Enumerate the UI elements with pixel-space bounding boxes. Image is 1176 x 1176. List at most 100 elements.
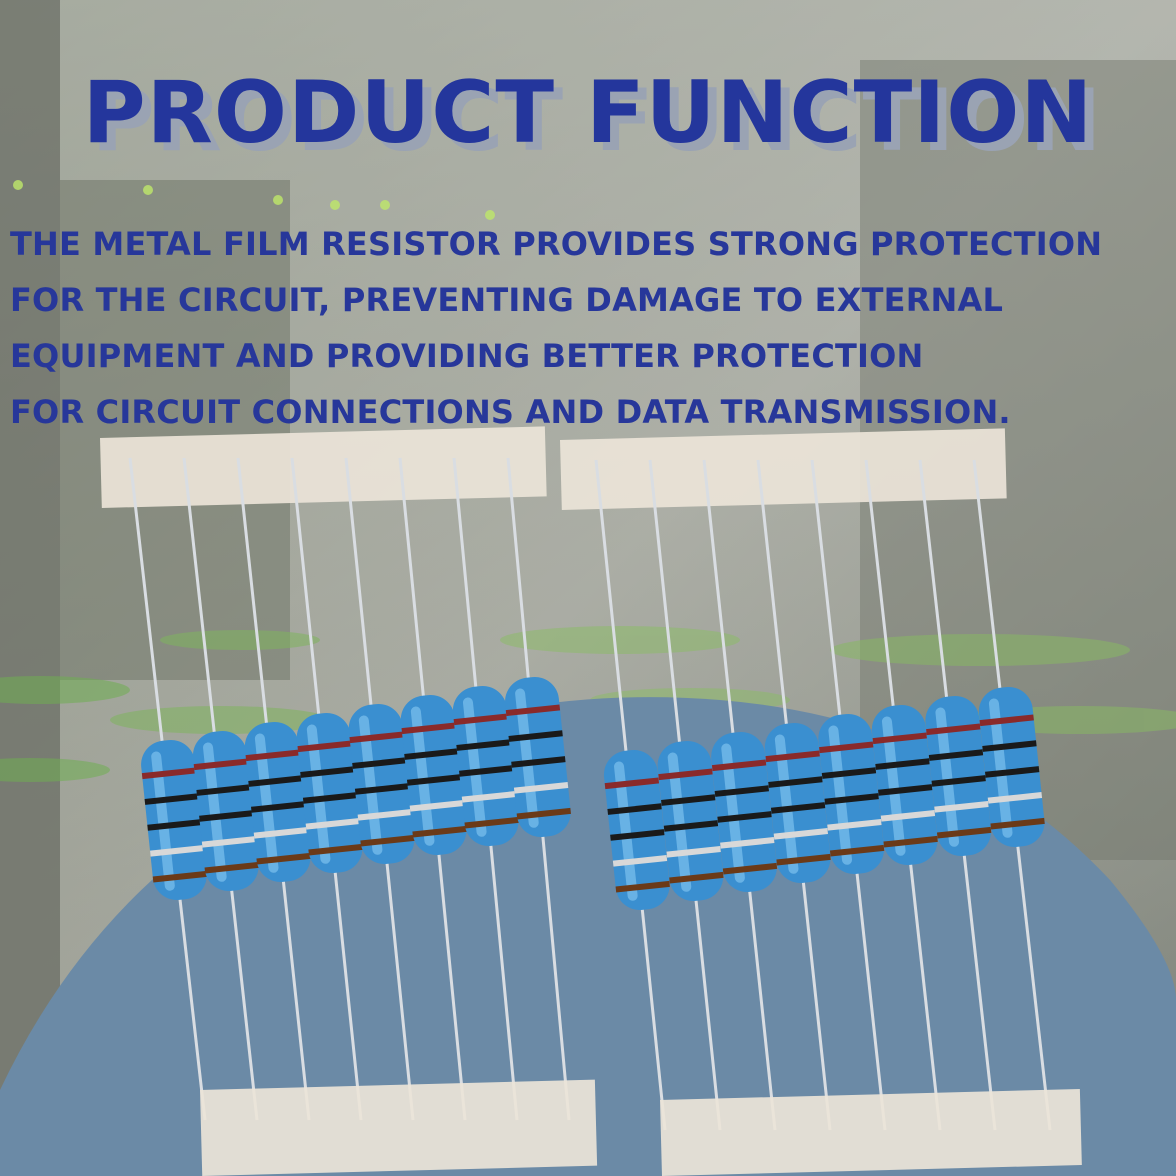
resistor-band [401,722,456,735]
resistor-band [717,811,772,823]
resistor-band [245,749,300,762]
resistor-band [349,731,404,744]
resistor-highlight [462,697,487,837]
resistor-band [987,792,1043,804]
headline: PRODUCT FUNCTION PRODUCT FUNCTION [0,58,1176,178]
resistor-highlight [410,706,435,846]
resistor-highlight [515,688,539,828]
resistor-band [878,784,933,796]
resistor-band [872,732,927,745]
paper-tape-top [560,428,1007,510]
resistor-band [150,845,205,857]
resistor-band [204,861,259,874]
resistor-band [412,825,467,838]
resistor [871,704,938,866]
resistor-band [610,829,665,841]
resistor-band [714,785,769,797]
resistor-band [300,766,355,778]
resistor-band [511,756,566,768]
resistor [764,722,831,884]
resistor-band [152,870,208,883]
resistor [400,694,467,856]
resistor-band [928,749,984,761]
resistor [192,730,259,892]
resistor-highlight [774,734,799,874]
page-title-shadow: PRODUCT FUNCTION [91,71,1103,171]
resistor-band [768,776,823,788]
resistor-band [936,826,992,839]
resistor-band [824,793,879,805]
paper-tape-top [99,426,547,508]
resistor-band [607,803,662,815]
resistor-band [720,837,775,849]
resistor [348,703,415,865]
resistor-band [883,835,938,848]
resistor-highlight [203,742,227,882]
resistor [818,713,885,875]
resistor-band [669,871,724,884]
resistor-band [819,741,874,754]
resistor-band [773,828,829,840]
resistor-band [193,758,249,771]
resistor-band [196,784,251,796]
resistor [244,721,311,883]
resistor-highlight [881,716,906,856]
resistor-band [360,834,415,847]
resistor-band [248,775,303,787]
resistor-band [297,740,352,753]
resistor-highlight [935,707,960,847]
resistor [978,686,1045,848]
resistor-band [770,802,826,814]
resistor-band [931,775,986,787]
resistor-band [461,791,517,803]
resistor-band [453,713,508,726]
resistor-highlight [828,725,853,865]
resistor-band [765,750,820,763]
resistor-band [979,714,1034,727]
resistor-band [604,777,660,790]
resistor [711,731,778,893]
resistor-band [827,819,882,831]
resistor-band [250,801,306,813]
description-line: THE METAL FILM RESISTOR PROVIDES STRONG … [10,225,1103,263]
resistor-highlight [988,698,1013,838]
resistor-highlight [614,761,638,901]
resistor-band [305,818,360,830]
resistor-band [199,810,254,822]
resistor-band [201,836,257,848]
resistor-band [934,801,989,813]
resistor-band [505,704,561,717]
resistor [141,739,208,901]
paper-tape-bottom [660,1089,1082,1176]
resistor-band [880,810,936,822]
description-line: EQUIPMENT AND PROVIDING BETTER PROTECTIO… [10,337,924,375]
resistor-band [404,748,459,760]
resistor-band [612,855,668,867]
resistor-band [352,757,407,769]
resistor-band [141,767,197,780]
resistor-band [144,793,199,805]
resistor-band [409,800,465,812]
resistor-band [658,768,713,781]
resistor-band [982,740,1037,752]
resistor-band [253,827,309,839]
resistor-highlight [667,752,692,892]
resistor-band [666,846,721,858]
resistor-highlight [254,733,279,873]
resistor-band [357,809,412,821]
paper-tape-bottom [199,1079,598,1176]
resistor [296,712,363,874]
resistor [505,676,571,838]
resistor-band [661,794,716,806]
resistor-highlight [151,751,175,891]
resistor-band [516,807,571,820]
description-line: FOR THE CIRCUIT, PREVENTING DAMAGE TO EX… [10,281,1004,319]
resistor-highlight [721,743,745,883]
resistor-highlight [358,715,383,855]
resistor-band [459,765,514,777]
page-title: PRODUCT FUNCTION [82,63,1094,163]
resistor [657,740,724,902]
resistor-band [722,862,778,875]
